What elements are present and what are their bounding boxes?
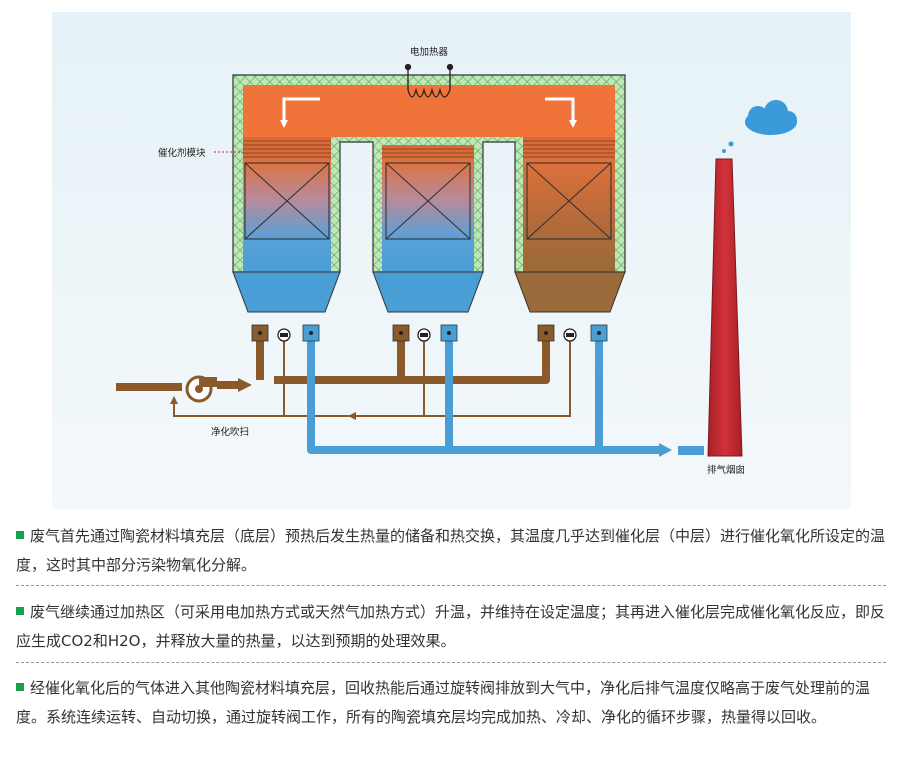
bullet-icon — [16, 683, 24, 691]
catalyst-label: 催化剂模块 — [158, 147, 206, 159]
hopper-right — [514, 271, 626, 313]
rotary-valves — [251, 324, 608, 342]
purge-label: 净化吹扫 — [211, 426, 249, 438]
purge-pipe — [173, 334, 571, 417]
chimney-inlet — [678, 446, 704, 455]
smoke-cloud-icon — [722, 100, 797, 153]
bed-left — [243, 159, 331, 272]
inlet-pipe — [116, 334, 550, 392]
hopper-middle — [372, 271, 484, 313]
catalyst-layer — [243, 137, 615, 159]
bed-middle — [382, 159, 474, 272]
chimney-label: 排气烟囱 — [707, 464, 745, 476]
hot-chamber — [243, 85, 615, 137]
fan-icon — [185, 375, 217, 403]
hopper-left — [232, 271, 341, 313]
divider — [16, 662, 886, 663]
paragraph-3: 经催化氧化后的气体进入其他陶瓷材料填充层，回收热能后通过旋转阀排放到大气中，净化… — [16, 679, 871, 726]
rco-process-diagram: 电加热器 催化剂模块 净化吹扫 — [52, 12, 851, 509]
bed-right — [523, 159, 615, 272]
heater-label: 电加热器 — [410, 46, 449, 58]
divider — [16, 585, 886, 586]
bullet-icon — [16, 607, 24, 615]
ceramic-packing — [244, 162, 612, 240]
paragraph-2: 废气继续通过加热区（可采用电加热方式或天然气加热方式）升温，并维持在设定温度；其… — [16, 603, 886, 650]
electric-heater-icon — [404, 63, 454, 98]
paragraph-1: 废气首先通过陶瓷材料填充层（底层）预热后发生热量的储备和热交换，其温度几乎达到催… — [16, 527, 886, 574]
bullet-icon — [16, 531, 24, 539]
flow-arrows — [282, 97, 575, 125]
outlet-pipe — [307, 334, 660, 454]
chimney — [707, 158, 743, 457]
